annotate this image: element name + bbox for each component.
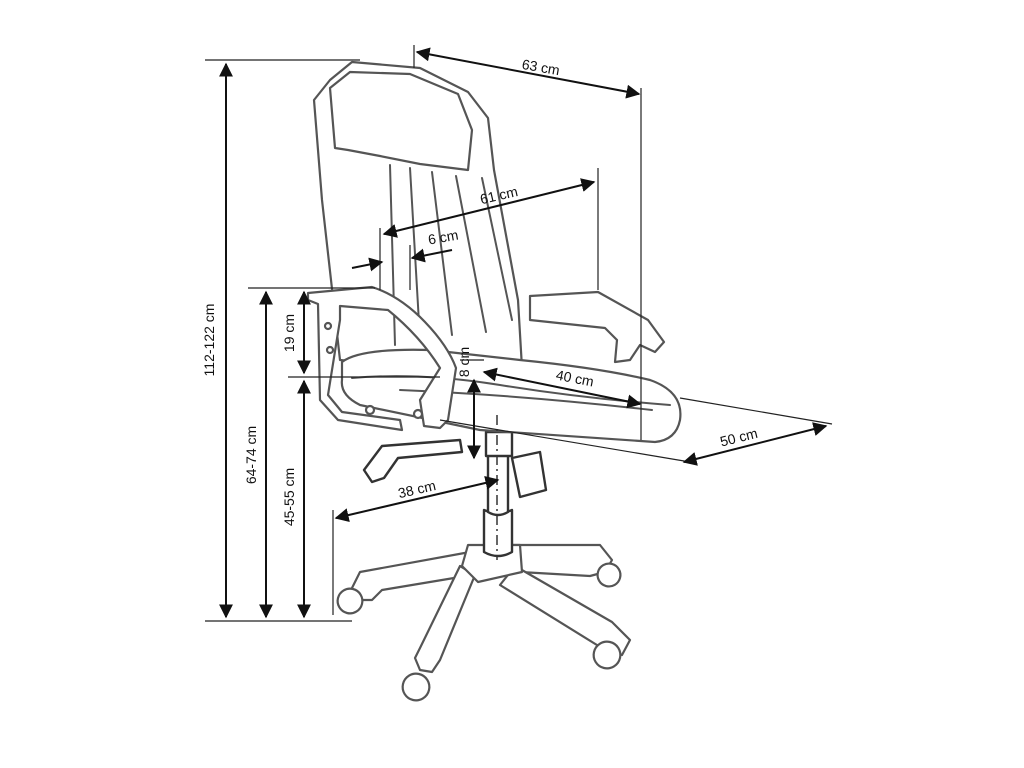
label-base-radius: 38 cm bbox=[397, 477, 438, 501]
tilt-lever bbox=[362, 438, 464, 484]
gas-cylinder bbox=[482, 430, 548, 558]
label-armrest-height: 64-74 cm bbox=[243, 426, 259, 484]
label-seat-thickness: 8 cm bbox=[456, 347, 472, 377]
dim-arrow-backrest-width bbox=[382, 178, 596, 238]
caster-wheels bbox=[336, 562, 622, 702]
label-armrest-width: 6 cm bbox=[427, 227, 460, 248]
dim-arrow-armrest-width-right bbox=[410, 248, 453, 263]
dim-arrow-base-radius bbox=[334, 476, 500, 522]
label-seat-width: 40 cm bbox=[555, 367, 595, 390]
label-total-height: 112-122 cm bbox=[201, 304, 217, 377]
dim-arrow-seat-depth bbox=[682, 422, 828, 466]
dimension-arrows bbox=[219, 47, 828, 619]
label-arm-above-seat: 19 cm bbox=[281, 314, 297, 352]
chair-drawing bbox=[306, 60, 682, 702]
label-seat-height: 45-55 cm bbox=[281, 468, 297, 526]
right-armrest bbox=[528, 290, 666, 364]
dim-arrow-overall-width bbox=[415, 47, 641, 99]
label-overall-width: 63 cm bbox=[521, 56, 561, 78]
dim-arrow-seat-width bbox=[482, 367, 642, 409]
chair-base bbox=[336, 543, 632, 702]
dim-arrow-armrest-width bbox=[351, 257, 384, 272]
left-armrest bbox=[306, 285, 458, 432]
label-seat-depth: 50 cm bbox=[718, 425, 759, 450]
